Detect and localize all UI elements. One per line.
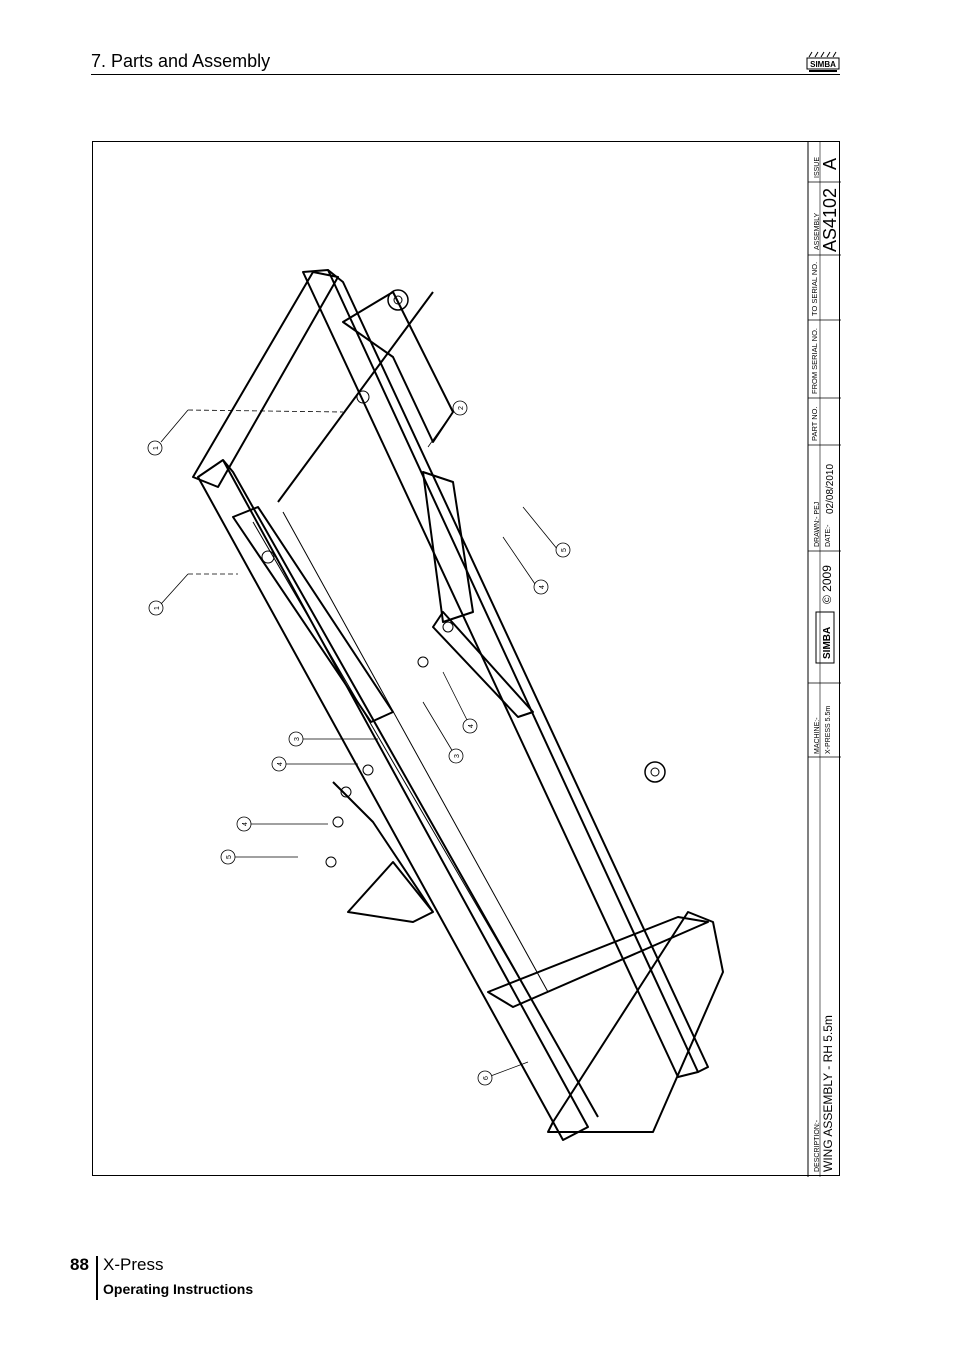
callout-label: 4 <box>242 822 249 826</box>
drawn-label: DRAWN:- PEJ <box>814 502 821 547</box>
footer-divider <box>96 1256 98 1300</box>
wing-frame <box>192 269 724 1141</box>
callout-label: 6 <box>483 1076 490 1080</box>
date-label: DATE:- <box>825 524 832 547</box>
issue-label: ISSUE <box>814 157 821 178</box>
machine-value: X-PRESS 5.5m <box>825 706 832 754</box>
callout-label: 4 <box>468 724 475 728</box>
callout-label: 3 <box>454 754 461 758</box>
title-block-logo: SIMBA <box>815 611 835 664</box>
header-divider <box>91 74 840 75</box>
callout-label: 3 <box>294 737 301 741</box>
part-no-label: PART NO. <box>810 406 819 441</box>
brand-text: SIMBA <box>822 627 833 659</box>
logo-text: SIMBA <box>810 60 836 69</box>
leader-lines <box>160 408 559 1078</box>
callout-label: 5 <box>561 548 568 552</box>
to-serial-label: TO SERIAL NO. <box>810 262 819 316</box>
copyright: © 2009 <box>820 565 834 604</box>
assembly-label: ASSEMBLY <box>814 212 821 250</box>
callout-numbers: 1 1 2 3 3 4 4 4 4 5 5 6 <box>153 406 568 1080</box>
callout-label: 1 <box>153 446 160 450</box>
machine-label: MACHINE:- <box>814 717 821 754</box>
description-value: WING ASSEMBLY - RH 5.5m <box>821 1015 835 1172</box>
simba-logo: SIMBA <box>806 51 840 72</box>
footer-product: X-Press <box>103 1255 164 1274</box>
callout-label: 4 <box>277 762 284 766</box>
page-number: 88 <box>70 1255 89 1274</box>
date-value: 02/08/2010 <box>825 464 836 514</box>
callout-label: 4 <box>539 585 546 589</box>
drawing-canvas: ISSUE A ASSEMBLY AS4102 TO SERIAL NO. FR… <box>147 142 841 1177</box>
from-serial-label: FROM SERIAL NO. <box>810 328 819 394</box>
issue-value: A <box>820 158 840 170</box>
callouts <box>147 400 571 1086</box>
footer-subtitle: Operating Instructions <box>103 1281 254 1297</box>
callout-label: 1 <box>154 606 161 610</box>
frame-details <box>252 289 666 1003</box>
assembly-number: AS4102 <box>820 188 840 252</box>
callout-label: 2 <box>458 406 465 410</box>
callout-label: 5 <box>226 855 233 859</box>
section-title: 7. Parts and Assembly <box>91 51 271 71</box>
description-label: DESCRIPTION:- <box>814 1119 821 1172</box>
assembly-drawing: ISSUE A ASSEMBLY AS4102 TO SERIAL NO. FR… <box>92 141 841 1177</box>
